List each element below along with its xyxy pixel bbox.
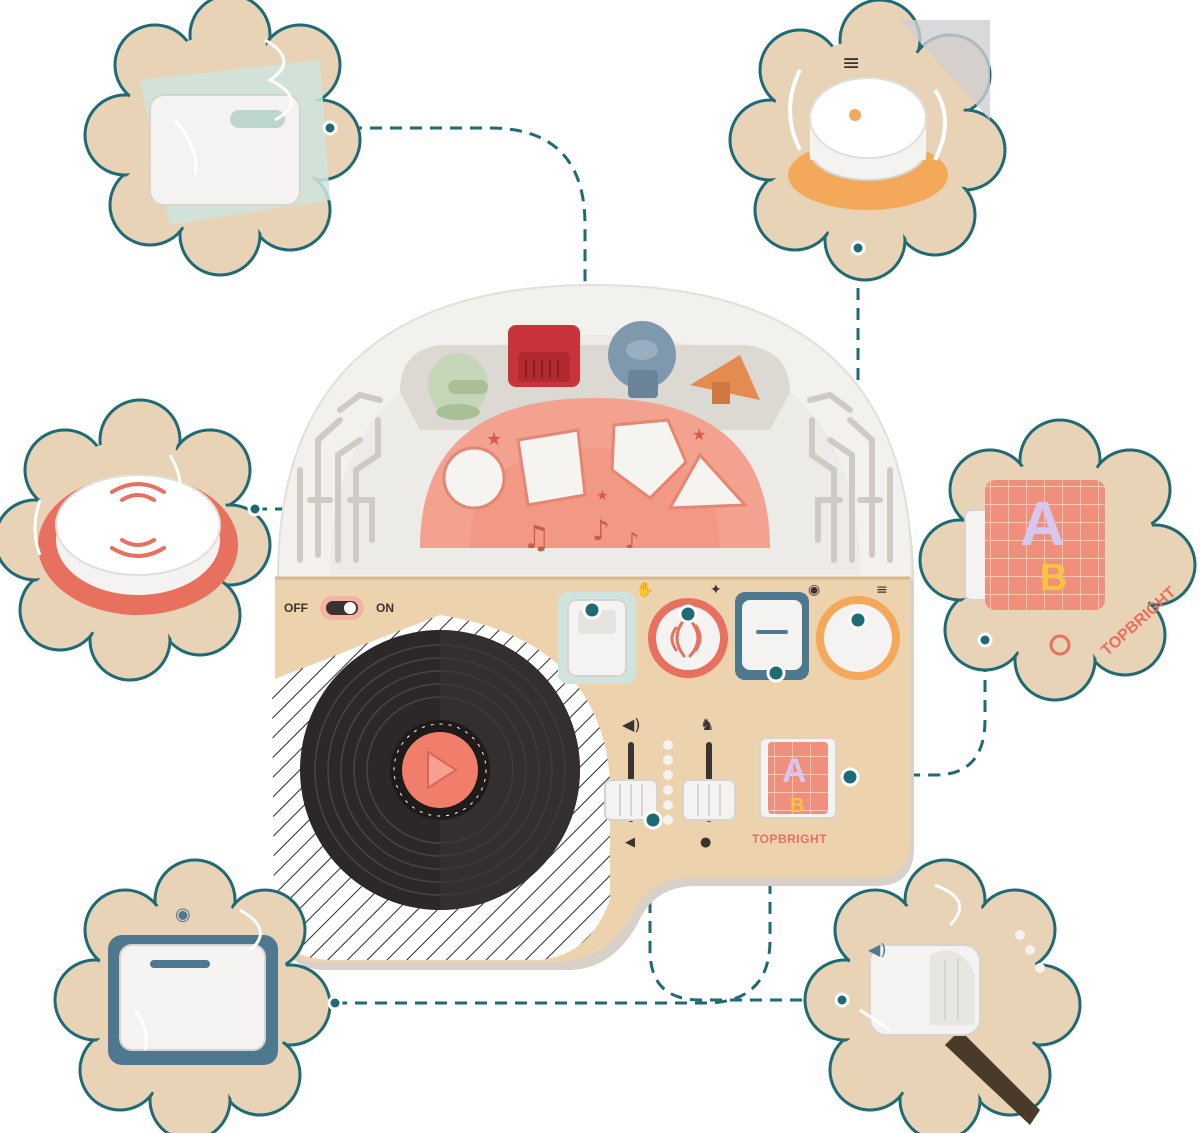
speaker-icon: ◀) <box>622 715 641 734</box>
equalizer-icon: ≡ <box>842 51 860 76</box>
svg-text:B: B <box>790 795 804 817</box>
callout-slide-block <box>83 0 362 277</box>
drum-pad-button[interactable] <box>648 598 728 678</box>
callout-endpoints <box>247 120 993 1011</box>
animal-face-icon: ◉ <box>175 904 191 925</box>
turntable <box>272 615 610 960</box>
sound-waves-icon <box>670 618 702 658</box>
volume-slider[interactable]: ◀) ◀ <box>604 715 658 850</box>
svg-text:B: B <box>1040 557 1067 599</box>
callout-letter-roller: A B TOPBRIGHT <box>918 418 1197 702</box>
svg-text:★: ★ <box>486 429 502 450</box>
slider-indicator-dots <box>663 740 673 825</box>
svg-text:A: A <box>1020 490 1065 559</box>
square-push-button[interactable] <box>735 592 809 680</box>
shape-block-green[interactable] <box>428 353 488 420</box>
star-decorations: ★ ★ ★ <box>486 425 706 504</box>
callout-rotary-knob: ≡ <box>728 0 1007 282</box>
shape-block-red[interactable] <box>508 325 580 387</box>
svg-text:♫: ♫ <box>522 518 551 556</box>
music-notes-decoration: ♫ ♪ ♪ <box>522 514 639 556</box>
equalizer-icon: ≡ <box>876 582 888 598</box>
callout-drum-pad <box>0 398 272 682</box>
shape-block-blue[interactable] <box>608 321 676 398</box>
speaker-icon: ◀) <box>868 940 887 959</box>
brand-on-board: TOPBRIGHT <box>752 832 827 846</box>
connector-top-left <box>330 126 587 608</box>
connector-mid-right <box>848 640 987 777</box>
brand-logo-icon <box>1049 634 1071 656</box>
sorter-holes <box>442 418 749 510</box>
clap-icon: ✋ <box>636 581 653 598</box>
button-icons-row: ✋ ✦ ◉ ≡ <box>636 581 888 598</box>
animal-face-icon: ◉ <box>808 582 820 598</box>
rabbit-icon: ♞ <box>700 715 714 734</box>
maze-right <box>807 391 893 563</box>
svg-text:A: A <box>782 752 807 790</box>
party-horn-icon: ✦ <box>710 582 722 598</box>
shape-tray <box>400 345 790 430</box>
switch-off-label: OFF <box>284 601 308 615</box>
connector-bottom-right <box>648 820 842 1002</box>
callout-slider: ◀) <box>803 858 1082 1133</box>
svg-text:♪: ♪ <box>592 514 610 547</box>
rotary-knob[interactable] <box>816 596 900 680</box>
letter-roller[interactable]: A B <box>759 737 837 819</box>
shape-block-orange[interactable] <box>690 355 760 404</box>
speaker-low-icon: ◀ <box>625 835 635 850</box>
play-icon <box>427 750 458 790</box>
switch-on-label: ON <box>376 601 394 615</box>
speed-slider[interactable]: ♞ ● <box>682 715 736 850</box>
toy-board: ♫ ♪ ♪ ★ ★ ★ <box>272 283 914 971</box>
svg-text:★: ★ <box>596 488 609 504</box>
turtle-icon: ● <box>700 835 711 850</box>
svg-text:★: ★ <box>692 425 706 444</box>
maze-left <box>297 391 383 563</box>
power-switch[interactable] <box>320 596 364 620</box>
connector-bottom-left <box>335 671 772 1005</box>
callout-square-button: ◉ <box>53 858 332 1133</box>
svg-text:♪: ♪ <box>625 529 639 554</box>
connector-endpoints <box>582 600 868 830</box>
